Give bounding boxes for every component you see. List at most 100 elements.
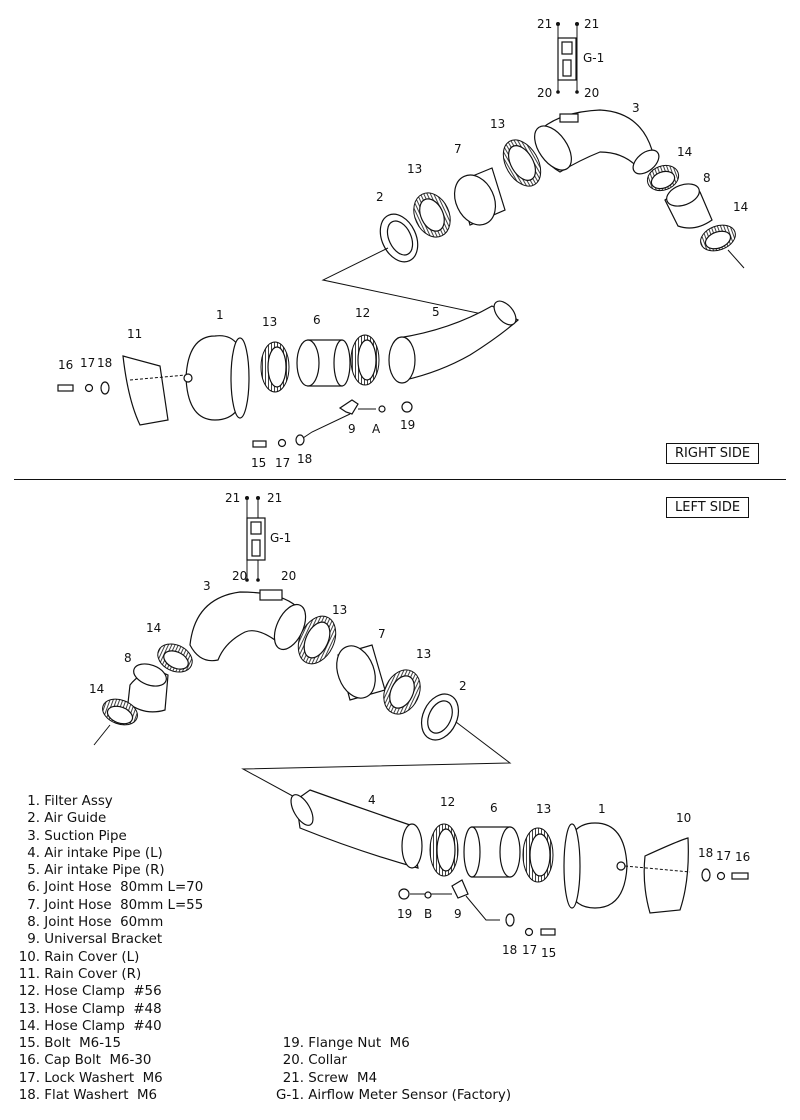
legend-item: 17. Lock Washert M6 bbox=[18, 1070, 203, 1087]
legend-item: 4. Air intake Pipe (L) bbox=[18, 845, 203, 862]
legend-item-text: Joint Hose 80mm L=55 bbox=[44, 897, 204, 913]
callout-14-r-b: 14 bbox=[733, 200, 748, 214]
legend-item: 20. Collar bbox=[270, 1052, 511, 1069]
callout-13-r-a: 13 bbox=[490, 117, 505, 131]
legend-item: 10. Rain Cover (L) bbox=[18, 949, 203, 966]
callout-13-l-b: 13 bbox=[416, 647, 431, 661]
callout-12-l: 12 bbox=[440, 795, 455, 809]
callout-14-l-b: 14 bbox=[89, 682, 104, 696]
legend-item-text: Rain Cover (R) bbox=[44, 966, 142, 982]
legend-item-text: Joint Hose 60mm bbox=[44, 915, 164, 931]
callout-g1-l: G-1 bbox=[270, 531, 291, 545]
callout-9-r: 9 bbox=[348, 422, 356, 436]
callout-b-l: B bbox=[424, 907, 432, 921]
legend-item-number: 15. bbox=[18, 1036, 40, 1052]
callout-6-l: 6 bbox=[490, 801, 498, 815]
callout-21-r-a: 21 bbox=[537, 17, 552, 31]
callout-13-r-c: 13 bbox=[262, 315, 277, 329]
legend-item-number: 18. bbox=[18, 1088, 40, 1104]
legend-item-text: Air intake Pipe (R) bbox=[44, 863, 165, 879]
legend-item-text: Rain Cover (L) bbox=[44, 949, 140, 965]
legend-item: 8. Joint Hose 60mm bbox=[18, 914, 203, 931]
legend-item: 13. Hose Clamp #48 bbox=[18, 1001, 203, 1018]
callout-18-r: 18 bbox=[97, 356, 112, 370]
legend-item-text: Bolt M6-15 bbox=[44, 1036, 122, 1052]
callout-5-r: 5 bbox=[432, 305, 440, 319]
legend-item-text: Universal Bracket bbox=[44, 932, 163, 948]
rain-cover-right bbox=[122, 355, 169, 426]
callout-14-l-a: 14 bbox=[146, 621, 161, 635]
legend-item-text: Lock Washert M6 bbox=[44, 1070, 163, 1086]
rain-cover-left bbox=[643, 837, 689, 914]
callout-17-r-b: 17 bbox=[275, 456, 290, 470]
legend-item: 18. Flat Washert M6 bbox=[18, 1087, 203, 1104]
legend-item-number: 12. bbox=[18, 984, 40, 1000]
legend-item-number: 14. bbox=[18, 1018, 40, 1034]
legend-item: 12. Hose Clamp #56 bbox=[18, 983, 203, 1000]
callout-3-l: 3 bbox=[203, 579, 211, 593]
suction-pipe-left bbox=[189, 591, 297, 662]
callout-7-l: 7 bbox=[378, 627, 386, 641]
legend-item: 16. Cap Bolt M6-30 bbox=[18, 1052, 203, 1069]
legend-item-number: 17. bbox=[18, 1070, 40, 1086]
airflow-sensor-right bbox=[556, 22, 579, 94]
airflow-sensor-left bbox=[245, 496, 266, 582]
callout-a-r: A bbox=[372, 422, 381, 436]
callout-8-l: 8 bbox=[124, 651, 132, 665]
legend-item-number: 20. bbox=[282, 1053, 304, 1069]
legend-item-text: Screw M4 bbox=[308, 1070, 378, 1086]
legend-item-number: 7. bbox=[27, 897, 40, 913]
left-side-assembly bbox=[93, 496, 749, 937]
callout-13-l-a: 13 bbox=[332, 603, 347, 617]
callout-9-l: 9 bbox=[454, 907, 462, 921]
legend-item-text: Cap Bolt M6-30 bbox=[44, 1053, 152, 1069]
legend-item-text: Joint Hose 80mm L=70 bbox=[44, 880, 204, 896]
legend-item-number: 10. bbox=[18, 949, 40, 965]
callout-2-l: 2 bbox=[459, 679, 467, 693]
air-intake-pipe-right bbox=[397, 305, 520, 381]
legend-item-text: Filter Assy bbox=[44, 794, 113, 809]
callout-12-r: 12 bbox=[355, 306, 370, 320]
legend-item-number: 21. bbox=[282, 1070, 304, 1086]
legend-item: 21. Screw M4 bbox=[270, 1070, 511, 1087]
legend-item-number: 16. bbox=[18, 1053, 40, 1069]
legend-item: G-1. Airflow Meter Sensor (Factory) bbox=[270, 1087, 511, 1104]
legend-item-number: 6. bbox=[27, 880, 40, 896]
callout-2-r: 2 bbox=[376, 190, 384, 204]
callout-14-r-a: 14 bbox=[677, 145, 692, 159]
callout-20-l-b: 20 bbox=[281, 569, 296, 583]
legend-item-number: 1. bbox=[27, 794, 40, 809]
right-side-assembly bbox=[57, 22, 745, 448]
callout-18-l: 18 bbox=[698, 846, 713, 860]
legend-item: 7. Joint Hose 80mm L=55 bbox=[18, 897, 203, 914]
callout-8-r: 8 bbox=[703, 171, 711, 185]
legend-item: 2. Air Guide bbox=[18, 810, 203, 827]
legend-item-text: Airflow Meter Sensor (Factory) bbox=[308, 1087, 512, 1103]
legend-item-number: 9. bbox=[27, 932, 40, 948]
legend-item: 3. Suction Pipe bbox=[18, 828, 203, 845]
callout-21-l-a: 21 bbox=[225, 491, 240, 505]
air-intake-pipe-left bbox=[295, 789, 419, 869]
callout-11-r: 11 bbox=[127, 327, 142, 341]
callout-18-l-b: 18 bbox=[502, 943, 517, 957]
callout-17-l-b: 17 bbox=[522, 943, 537, 957]
callout-10-l: 10 bbox=[676, 811, 691, 825]
legend-item-text: Suction Pipe bbox=[44, 828, 127, 844]
legend-item-text: Collar bbox=[308, 1053, 347, 1069]
callout-3-r: 3 bbox=[632, 101, 640, 115]
callout-15-l: 15 bbox=[541, 946, 556, 960]
callout-6-r: 6 bbox=[313, 313, 321, 327]
legend-item-number: 3. bbox=[27, 828, 40, 844]
legend-item: 1. Filter Assy bbox=[18, 793, 203, 810]
callout-15-r: 15 bbox=[251, 456, 266, 470]
legend-item-number: G-1. bbox=[276, 1087, 304, 1103]
callout-1-r: 1 bbox=[216, 308, 224, 322]
legend-item-text: Flat Washert M6 bbox=[44, 1088, 158, 1104]
legend-item: 6. Joint Hose 80mm L=70 bbox=[18, 879, 203, 896]
callout-19-l: 19 bbox=[397, 907, 412, 921]
callout-20-r-b: 20 bbox=[584, 86, 599, 100]
callout-20-l-a: 20 bbox=[232, 569, 247, 583]
left-side-label: LEFT SIDE bbox=[666, 497, 750, 518]
